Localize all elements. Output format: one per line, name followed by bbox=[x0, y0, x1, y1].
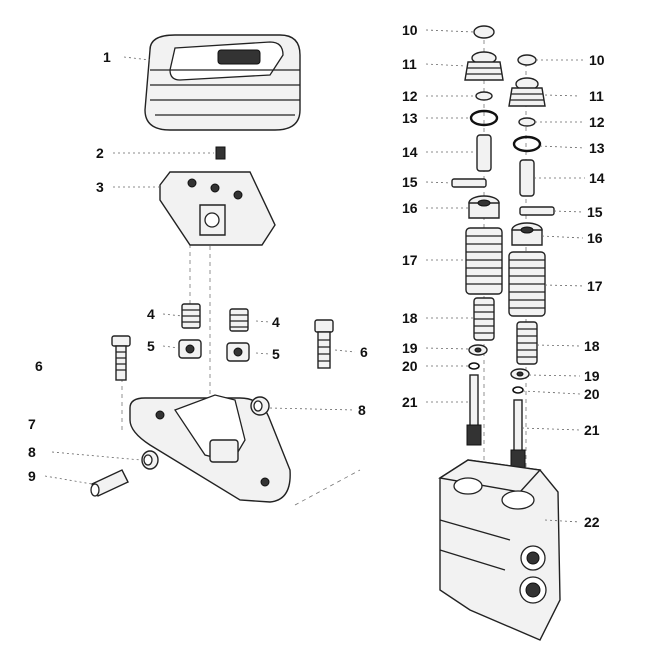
label-20-left: 20 bbox=[402, 358, 418, 374]
part-22-valve-body bbox=[438, 459, 561, 641]
label-11-left: 11 bbox=[402, 56, 417, 72]
part-11-retainer-right bbox=[508, 77, 546, 107]
part-21-spool-right bbox=[510, 399, 526, 471]
part-19-washer-right bbox=[510, 368, 530, 380]
label-17-right: 17 bbox=[587, 278, 603, 294]
label-14-right: 14 bbox=[589, 170, 605, 186]
label-5-left: 5 bbox=[147, 338, 155, 354]
label-8-left: 8 bbox=[28, 444, 36, 460]
label-8-right: 8 bbox=[358, 402, 366, 418]
label-11-right: 11 bbox=[589, 88, 604, 104]
label-2: 2 bbox=[96, 145, 104, 161]
part-11-retainer-left bbox=[464, 51, 504, 81]
part-13-o-ring-left bbox=[469, 109, 499, 127]
label-10-left: 10 bbox=[402, 22, 418, 38]
part-17-main-spring-right bbox=[508, 251, 546, 317]
part-2-grub-screw bbox=[215, 146, 226, 160]
label-9: 9 bbox=[28, 468, 36, 484]
part-8-bushing-right bbox=[250, 396, 270, 416]
part-6-bolt-left bbox=[111, 335, 131, 381]
part-8-bushing-left bbox=[141, 450, 159, 470]
leader-lines bbox=[44, 29, 586, 523]
label-4-right: 4 bbox=[272, 314, 280, 330]
label-4-left: 4 bbox=[147, 306, 155, 322]
part-15-pin-left bbox=[451, 178, 487, 188]
label-3: 3 bbox=[96, 179, 104, 195]
part-17-main-spring-left bbox=[465, 227, 503, 295]
part-20-circlip-right bbox=[512, 386, 524, 394]
part-5-nut-right bbox=[226, 342, 250, 362]
part-1-handle-cover bbox=[144, 34, 301, 131]
label-12-right: 12 bbox=[589, 114, 605, 130]
part-16-spring-seat-left bbox=[468, 195, 500, 219]
part-6-bolt-right bbox=[314, 319, 334, 369]
label-13-right: 13 bbox=[589, 140, 605, 156]
label-14-left: 14 bbox=[402, 144, 418, 160]
label-18-right: 18 bbox=[584, 338, 600, 354]
label-21-left: 21 bbox=[402, 394, 418, 410]
part-20-circlip-left bbox=[468, 362, 480, 370]
part-13-o-ring-right bbox=[512, 135, 542, 153]
part-12-seal-right bbox=[518, 117, 536, 127]
label-6-right: 6 bbox=[360, 344, 368, 360]
part-7-base-plate bbox=[129, 394, 291, 503]
label-12-left: 12 bbox=[402, 88, 418, 104]
label-22: 22 bbox=[584, 514, 600, 530]
label-16-right: 16 bbox=[587, 230, 603, 246]
part-14-plunger-left bbox=[476, 134, 492, 172]
label-6-left: 6 bbox=[35, 358, 43, 374]
label-7: 7 bbox=[28, 416, 36, 432]
part-labels: 1 2 3 4 4 5 5 6 6 7 8 8 9 10 10 11 11 12… bbox=[28, 22, 605, 530]
label-19-left: 19 bbox=[402, 340, 418, 356]
part-15-pin-right bbox=[519, 206, 555, 216]
label-16-left: 16 bbox=[402, 200, 418, 216]
label-18-left: 18 bbox=[402, 310, 418, 326]
part-18-inner-spring-right bbox=[516, 321, 538, 365]
part-16-spring-seat-right bbox=[511, 222, 543, 246]
label-13-left: 13 bbox=[402, 110, 418, 126]
part-10-cap-right bbox=[517, 54, 537, 66]
part-12-seal-left bbox=[475, 91, 493, 101]
label-15-left: 15 bbox=[402, 174, 418, 190]
label-19-right: 19 bbox=[584, 368, 600, 384]
label-21-right: 21 bbox=[584, 422, 600, 438]
label-20-right: 20 bbox=[584, 386, 600, 402]
part-9-pin bbox=[90, 469, 129, 497]
part-4-spring-right bbox=[229, 308, 249, 332]
part-21-spool-left bbox=[466, 374, 482, 446]
label-15-right: 15 bbox=[587, 204, 603, 220]
part-10-cap-left bbox=[473, 25, 495, 39]
label-1: 1 bbox=[103, 49, 111, 65]
part-19-washer-left bbox=[468, 344, 488, 356]
part-14-plunger-right bbox=[519, 159, 535, 197]
label-17-left: 17 bbox=[402, 252, 418, 268]
part-5-nut-left bbox=[178, 339, 202, 359]
label-10-right: 10 bbox=[589, 52, 605, 68]
part-3-lever-bracket bbox=[159, 171, 276, 246]
label-5-right: 5 bbox=[272, 346, 280, 362]
part-4-spring-left bbox=[181, 303, 201, 329]
part-18-inner-spring-left bbox=[473, 297, 495, 341]
